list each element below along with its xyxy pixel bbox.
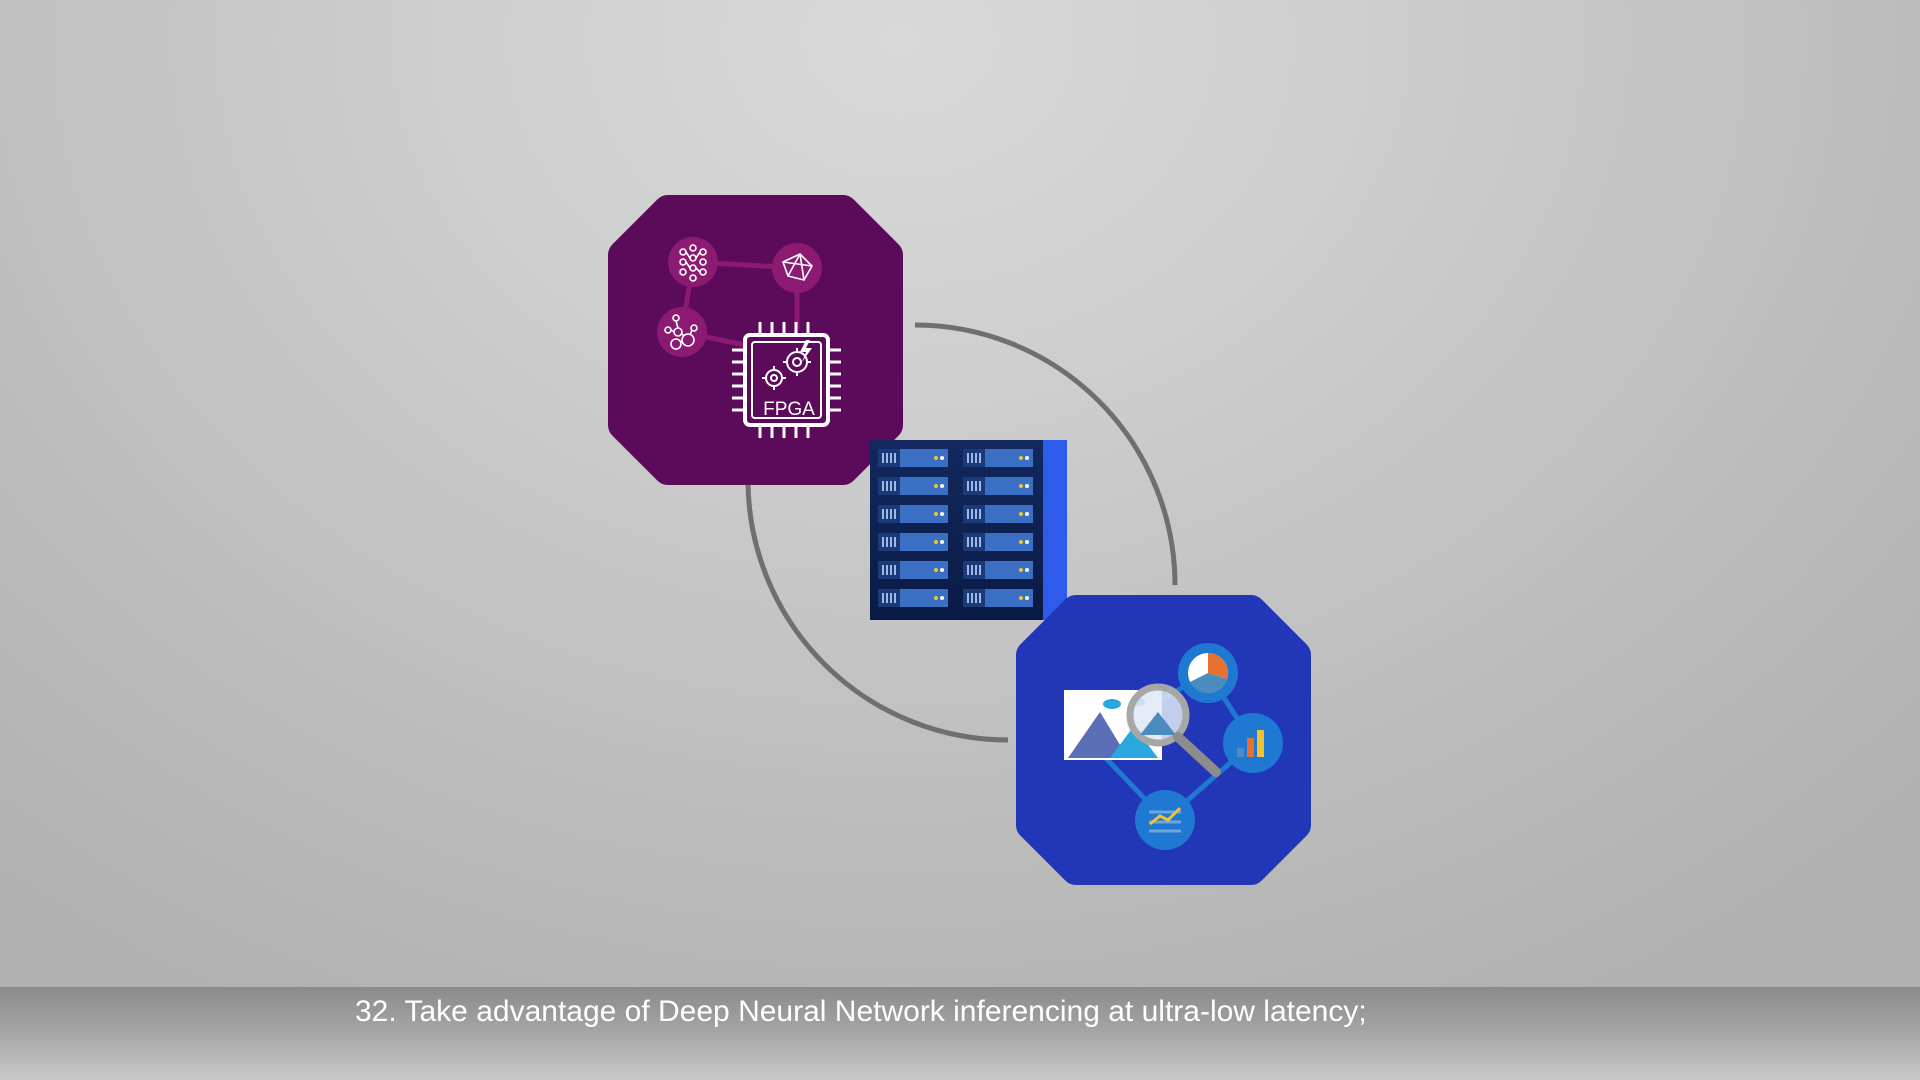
cycle-arc-top-right	[914, 322, 1178, 586]
fpga-tile: FPGA	[608, 195, 903, 485]
cycle-arc-bottom-left	[745, 479, 1009, 743]
caption-bar	[0, 987, 1920, 1080]
server-unit	[963, 505, 1033, 523]
server-unit	[878, 477, 948, 495]
image-search-icon	[1064, 683, 1221, 777]
server-rack-icon	[870, 440, 1067, 620]
server-unit	[963, 533, 1033, 551]
neural-network-icon	[668, 237, 718, 287]
bar-chart-icon	[1223, 713, 1283, 773]
server-unit	[878, 589, 948, 607]
trend-chart-icon	[1135, 790, 1195, 850]
node-cluster-icon	[657, 307, 707, 357]
server-unit	[963, 561, 1033, 579]
analytics-tile	[1016, 595, 1311, 885]
server-unit	[963, 449, 1033, 467]
fpga-chip-icon: FPGA	[732, 322, 841, 438]
pie-chart-icon	[1178, 643, 1238, 703]
gear-icon	[762, 348, 811, 390]
fpga-chip-label: FPGA	[763, 399, 815, 420]
server-unit	[878, 505, 948, 523]
server-unit	[963, 477, 1033, 495]
server-unit	[878, 449, 948, 467]
network-mesh-icon	[772, 243, 822, 293]
server-unit	[878, 561, 948, 579]
server-unit	[963, 589, 1033, 607]
server-unit	[878, 533, 948, 551]
lightning-icon	[800, 340, 812, 362]
slide-caption: 32. Take advantage of Deep Neural Networ…	[355, 995, 1367, 1028]
